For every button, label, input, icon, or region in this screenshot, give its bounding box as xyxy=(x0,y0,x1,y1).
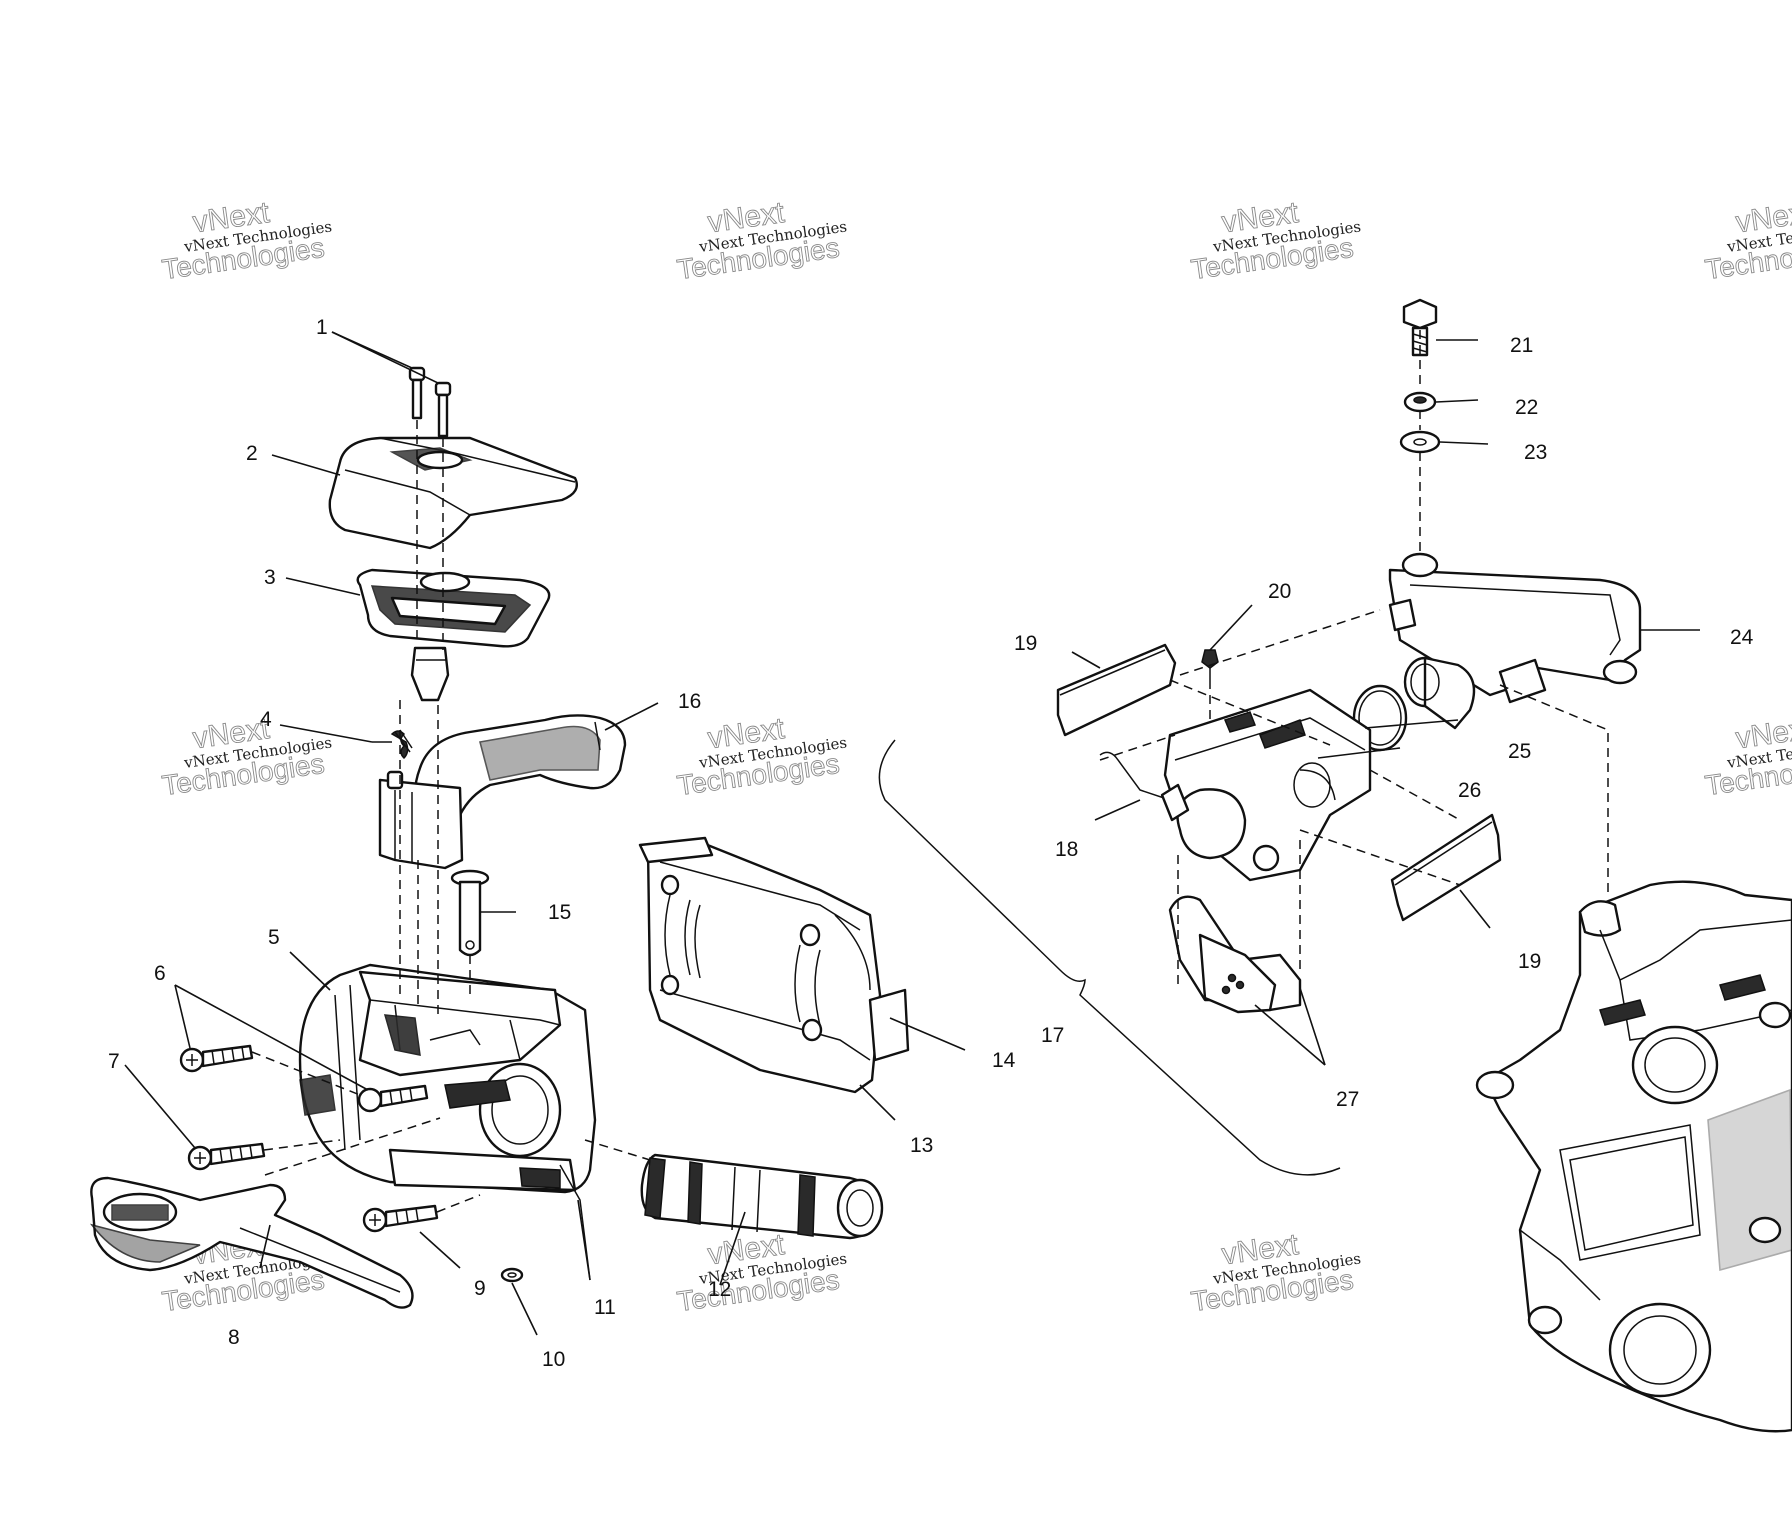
callout-23: 23 xyxy=(1524,441,1547,464)
part-23-washer xyxy=(1399,430,1441,454)
callout-15: 15 xyxy=(548,901,571,924)
part-plunger xyxy=(410,646,450,702)
part-19-pad-lower xyxy=(1390,813,1502,922)
callout-17: 17 xyxy=(1041,1024,1064,1047)
part-lever-bracket xyxy=(378,770,464,870)
watermark: vNext vNext Technologies Technologies xyxy=(160,196,333,286)
left-assembly-lines xyxy=(251,420,651,1213)
right-assembly-lines xyxy=(1099,330,1609,985)
part-25-piston xyxy=(1403,656,1476,730)
watermark: vNext vNext Technologies Technologies xyxy=(1189,1228,1362,1318)
leader-lines xyxy=(124,331,1700,1336)
part-16-throttle-lever xyxy=(413,714,627,817)
part-13-clamp-cover xyxy=(638,836,910,1094)
watermark: vNext vNext Technologies Technologies xyxy=(160,712,333,802)
callout-22: 22 xyxy=(1515,396,1538,419)
part-17-bracket xyxy=(878,739,1341,1176)
part-22-lock-washer xyxy=(1403,391,1437,413)
part-1-screws xyxy=(408,366,452,438)
watermark: vNext vNext Technologies Technologies xyxy=(1703,712,1792,802)
part-10-washer xyxy=(500,1267,524,1283)
part-caliper-body xyxy=(1163,688,1372,882)
part-6-screws xyxy=(179,1044,429,1113)
part-27-brake-pads xyxy=(1168,895,1302,1014)
part-7-screw xyxy=(187,1142,266,1171)
callout-20: 20 xyxy=(1268,580,1291,603)
part-4-spring xyxy=(372,729,413,760)
part-15-pin xyxy=(450,869,490,957)
callout-19b: 19 xyxy=(1518,950,1541,973)
callout-21: 21 xyxy=(1510,334,1533,357)
callout-10: 10 xyxy=(542,1348,565,1371)
callout-16: 16 xyxy=(678,690,701,713)
part-8-brake-lever xyxy=(89,1176,414,1309)
callout-12: 12 xyxy=(708,1278,731,1301)
part-9-screw xyxy=(362,1204,439,1233)
part-5-housing xyxy=(298,963,597,1194)
part-12-throttle-tube xyxy=(640,1153,884,1240)
callout-7: 7 xyxy=(108,1050,120,1073)
watermark: vNext vNext Technologies Technologies xyxy=(675,196,848,286)
callout-6: 6 xyxy=(154,962,166,985)
watermark: vNext vNext Technologies Technologies xyxy=(675,712,848,802)
callout-5: 5 xyxy=(268,926,280,949)
part-21-bolt xyxy=(1402,298,1438,357)
part-19-pad-upper xyxy=(1056,643,1177,737)
callout-24: 24 xyxy=(1730,626,1754,649)
part-2-top-cover xyxy=(328,436,579,550)
callout-13: 13 xyxy=(910,1134,933,1157)
callout-25: 25 xyxy=(1508,740,1531,763)
callout-19: 19 xyxy=(1014,632,1037,655)
callout-14: 14 xyxy=(992,1049,1016,1072)
watermark: vNext vNext Technologies Technologies xyxy=(1703,196,1792,286)
callout-27: 27 xyxy=(1336,1088,1359,1111)
callout-4: 4 xyxy=(260,708,272,731)
engine-case xyxy=(1475,880,1792,1433)
callout-18: 18 xyxy=(1055,838,1078,861)
callout-1: 1 xyxy=(316,316,328,339)
callout-11: 11 xyxy=(594,1296,616,1319)
callout-3: 3 xyxy=(264,566,276,589)
part-18-fitting xyxy=(1099,751,1190,822)
callout-2: 2 xyxy=(246,442,258,465)
callout-26: 26 xyxy=(1458,779,1481,802)
part-3-diaphragm xyxy=(356,568,551,648)
watermark: vNext vNext Technologies Technologies xyxy=(1189,196,1362,286)
callout-8: 8 xyxy=(228,1326,240,1349)
callout-labels: 1 2 3 4 5 6 7 8 9 10 11 12 13 14 15 16 1… xyxy=(108,316,1754,1371)
callout-9: 9 xyxy=(474,1277,486,1300)
